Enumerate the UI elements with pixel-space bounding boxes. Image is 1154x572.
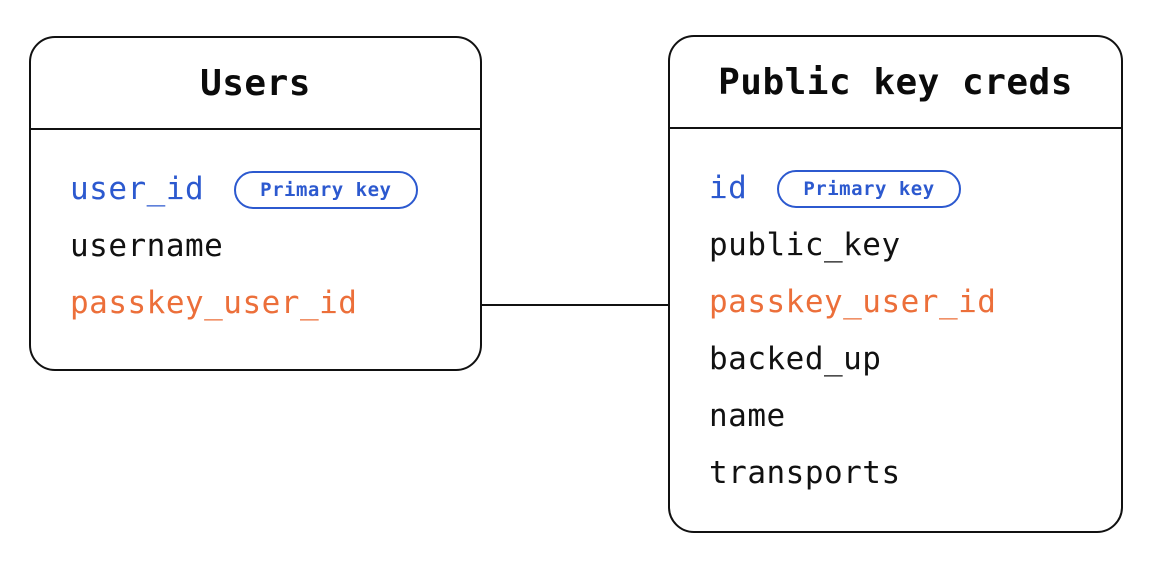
field-name: transports [709, 455, 901, 491]
users-table-title: Users [31, 38, 480, 130]
field-row-username: username [70, 218, 460, 275]
field-name: backed_up [709, 341, 882, 377]
field-name: name [709, 398, 786, 434]
field-name: id [709, 170, 748, 206]
field-row-id: id Primary key [709, 160, 1101, 217]
field-name: passkey_user_id [709, 284, 997, 320]
field-name: username [70, 228, 224, 264]
relationship-line [482, 304, 668, 306]
field-row-passkey_user_id: passkey_user_id [70, 275, 460, 332]
field-name: public_key [709, 227, 901, 263]
field-row-passkey_user_id: passkey_user_id [709, 274, 1101, 331]
field-row-backed_up: backed_up [709, 331, 1101, 388]
field-row-user_id: user_id Primary key [70, 161, 460, 218]
field-row-transports: transports [709, 445, 1101, 502]
field-row-public_key: public_key [709, 217, 1101, 274]
primary-key-badge: Primary key [777, 169, 961, 208]
field-name: user_id [70, 171, 205, 207]
public-key-creds-table: Public key creds id Primary key public_key… [668, 35, 1123, 533]
field-name: passkey_user_id [70, 285, 358, 321]
users-table-fields: user_id Primary key username passkey_user_i… [31, 130, 480, 332]
primary-key-badge: Primary key [234, 170, 418, 209]
public-key-creds-table-title: Public key creds [670, 37, 1121, 129]
users-table: Users user_id Primary key username passkey_… [29, 36, 482, 371]
field-row-name: name [709, 388, 1101, 445]
